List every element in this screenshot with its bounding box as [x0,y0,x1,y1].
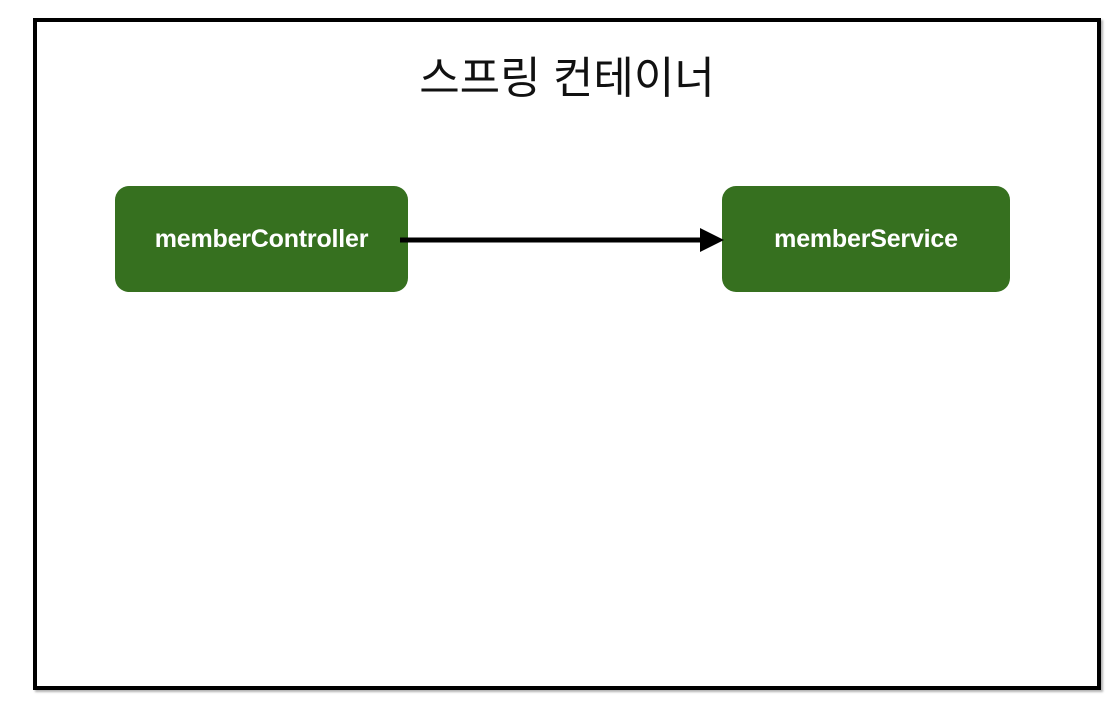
bean-label-member-controller: memberController [154,224,369,253]
arrow-head [700,228,724,252]
dependency-arrow-icon [400,228,724,252]
spring-container-frame: 스프링 컨테이너 [33,18,1101,690]
bean-label-member-service: memberService [774,224,958,253]
container-title: 스프링 컨테이너 [419,54,715,103]
bean-node-member-controller[interactable]: memberController [115,186,408,292]
bean-node-member-service[interactable]: memberService [722,186,1010,292]
